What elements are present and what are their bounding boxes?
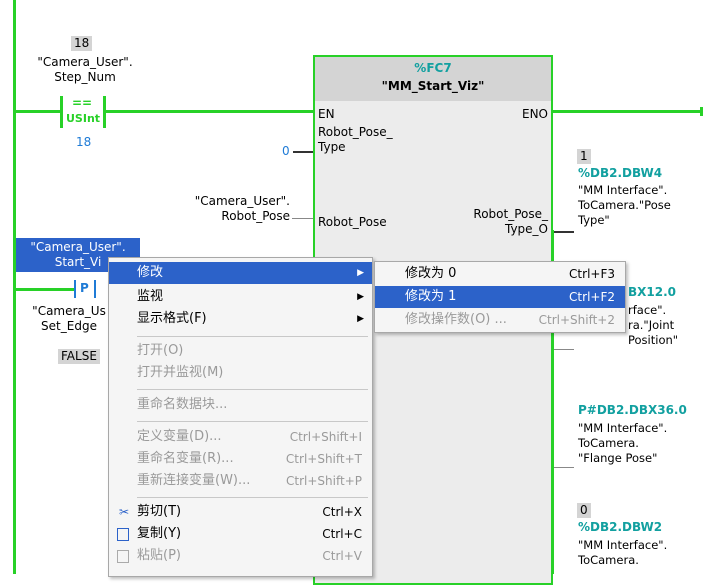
menu-item-modify-1[interactable]: 修改为 1 Ctrl+F2 [375, 286, 625, 308]
menu-separator [137, 421, 368, 422]
compare-operator: == [72, 96, 93, 110]
rung-line [106, 110, 314, 113]
menu-item-copy[interactable]: 复制(Y) Ctrl+C [109, 523, 372, 545]
edge-rung [16, 288, 74, 291]
power-rail [13, 0, 16, 574]
copy-icon [117, 528, 129, 541]
chevron-right-icon: ▶ [357, 292, 364, 302]
pose-type-value[interactable]: 0 [282, 144, 290, 158]
menu-item-paste[interactable]: 粘贴(P) Ctrl+V [109, 545, 372, 567]
out1-wire [554, 231, 574, 233]
scissors-icon: ✂ [118, 505, 130, 519]
contact-operand[interactable]: "Camera_User". Step_Num [37, 55, 133, 84]
block-address: %FC7 [414, 61, 452, 75]
edge-value: FALSE [58, 349, 100, 364]
compare-contact[interactable]: == USInt [60, 96, 106, 128]
eno-arrow [700, 107, 703, 116]
block-name: "MM_Start_Viz" [381, 79, 485, 93]
menu-item-rename-var[interactable]: 重命名变量(R)... Ctrl+Shift+T [137, 451, 362, 466]
contact-value: 18 [71, 36, 93, 51]
menu-item-cut[interactable]: ✂ 剪切(T) Ctrl+X [118, 504, 362, 519]
pin-en: EN [318, 107, 335, 121]
eno-line [553, 110, 703, 113]
out3-address: P#DB2.DBX36.0 [578, 403, 687, 417]
modify-submenu: 修改为 0 Ctrl+F3 修改为 1 Ctrl+F2 修改操作数(O) ...… [374, 261, 626, 333]
pose-type-wire [293, 151, 313, 153]
robot-pose-wire [292, 218, 313, 219]
edge-contact[interactable]: P [74, 280, 98, 298]
menu-item-reconnect-var[interactable]: 重新连接变量(W)... Ctrl+Shift+P [137, 473, 362, 488]
menu-item-open[interactable]: 打开(O) [137, 343, 184, 358]
out4-operand[interactable]: "MM Interface". ToCamera. [578, 538, 668, 567]
pin-pose-type: Robot_Pose_ Type [318, 125, 393, 154]
out3-operand[interactable]: "MM Interface". ToCamera. "Flange Pose" [578, 421, 668, 465]
out1-operand[interactable]: "MM Interface". ToCamera."Pose Type" [578, 183, 671, 227]
menu-item-monitor[interactable]: 监视 ▶ [109, 286, 372, 308]
pin-robot-pose: Robot_Pose [318, 215, 387, 229]
chevron-right-icon: ▶ [357, 314, 364, 324]
compare-type: USInt [66, 112, 101, 125]
block-header [315, 57, 551, 101]
compare-value: 18 [76, 135, 92, 149]
menu-item-modify-operand[interactable]: 修改操作数(O) ... Ctrl+Shift+2 [405, 312, 615, 327]
menu-item-modify[interactable]: 修改 ▶ [109, 262, 372, 284]
paste-icon [117, 550, 129, 563]
out2-address: BX12.0 [628, 285, 677, 299]
out2-wire [554, 349, 574, 350]
menu-item-open-monitor[interactable]: 打开并监视(M) [137, 365, 224, 380]
out1-address: %DB2.DBW4 [578, 166, 663, 180]
out4-value: 0 [577, 503, 591, 518]
out2-operand[interactable]: rface". ra."Joint Position" [628, 303, 679, 347]
out4-address: %DB2.DBW2 [578, 520, 663, 534]
menu-item-define-var[interactable]: 定义变量(D)... Ctrl+Shift+I [137, 429, 362, 444]
menu-item-modify-0[interactable]: 修改为 0 Ctrl+F3 [405, 266, 615, 281]
context-menu: 修改 ▶ 监视 ▶ 显示格式(F) ▶ 打开(O) 打开并监视(M) 重命名数据… [108, 257, 373, 577]
menu-item-rename-block[interactable]: 重命名数据块... [137, 397, 228, 412]
selected-operand[interactable]: "Camera_User". Start_Vi [16, 238, 140, 272]
menu-separator [137, 336, 368, 337]
out1-value: 1 [577, 149, 591, 164]
menu-separator [137, 497, 368, 498]
menu-item-display-format[interactable]: 显示格式(F) ▶ [109, 308, 372, 330]
out3-wire [554, 467, 574, 468]
robot-pose-operand[interactable]: "Camera_User". Robot_Pose [194, 194, 290, 223]
chevron-right-icon: ▶ [357, 268, 364, 278]
pin-eno: ENO [521, 107, 548, 121]
edge-operand[interactable]: "Camera_Us Set_Edge [32, 304, 106, 333]
menu-separator [137, 389, 368, 390]
pin-pose-type-o: Robot_Pose_ Type_O [473, 207, 548, 236]
rung-line [16, 110, 60, 113]
